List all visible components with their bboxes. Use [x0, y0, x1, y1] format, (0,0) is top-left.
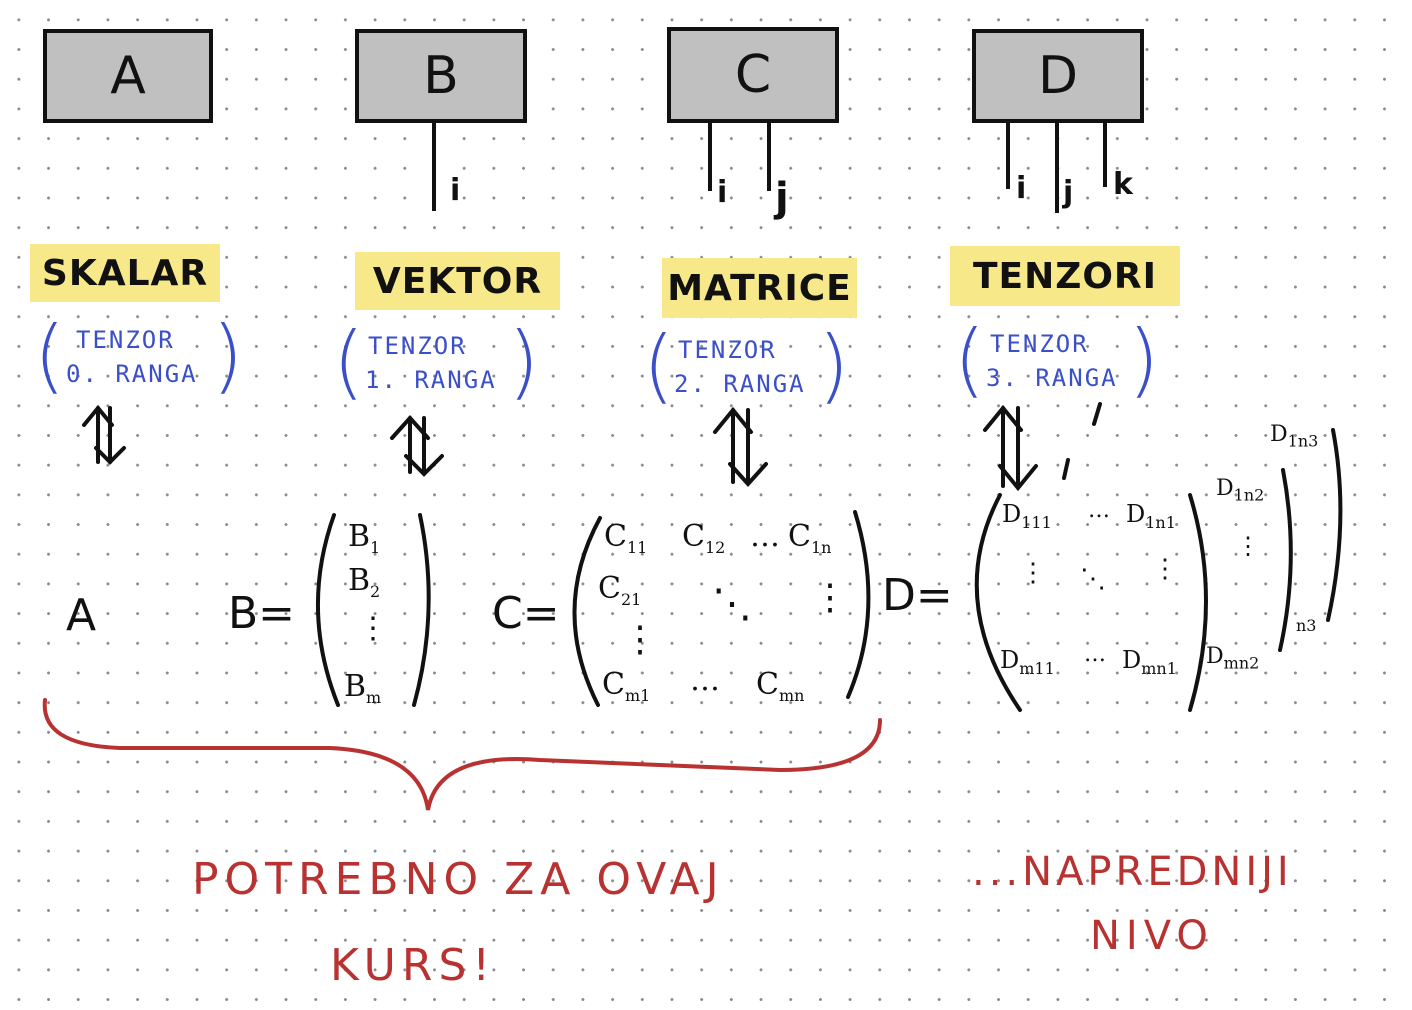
matrix-c-diag-dots: ⋱ [712, 581, 752, 627]
matrix-c-12: C12 [682, 519, 726, 557]
vector-b-entry-1: B1 [348, 519, 381, 557]
matrix-c-m1: Cm1 [602, 667, 651, 705]
index-d-j: j [1063, 175, 1074, 210]
note-advanced-line2: NIVO [1090, 913, 1214, 959]
leg-d-k [1103, 123, 1107, 187]
label-skalar: SKALAR [30, 244, 220, 302]
double-arrow-a [82, 404, 126, 465]
rank-a-line2: 0. RANGA [66, 360, 198, 388]
note-needed-line1: POTREBNO ZA OVAJ [192, 854, 725, 905]
paren-d3-right [1326, 428, 1343, 622]
tensor-d-coln-vdots: ⋮ [1152, 554, 1178, 584]
paren-c-right [846, 510, 871, 699]
paren-d-left [974, 493, 1022, 712]
matrix-c-equals: C= [492, 588, 560, 639]
rank-b-open-paren: ( [333, 315, 365, 408]
index-c-i: i [717, 175, 728, 210]
label-vektor: VEKTOR [355, 252, 560, 310]
rank-c-line1: TENZOR [678, 336, 777, 364]
matrix-c-mn: Cmn [756, 667, 805, 705]
rank-d-open-paren: ( [954, 313, 986, 406]
box-label-c: C [734, 45, 772, 105]
matrix-c-lastrow-dots: … [690, 663, 720, 698]
tensor-box-d: D [972, 29, 1144, 123]
matrix-c-1n: C1n [788, 519, 832, 557]
leg-c-j [767, 123, 771, 191]
tensor-d-diag-dots: ⋱ [1080, 564, 1106, 594]
rank-b-line2: 1. RANGA [365, 366, 497, 394]
tensor-d-lastrow-dots: … [1084, 642, 1106, 667]
vector-b-entry-2: B2 [348, 563, 381, 601]
rank-c-line2: 2. RANGA [674, 370, 806, 398]
matrix-c-21: C21 [598, 571, 642, 609]
leg-d-i [1006, 123, 1010, 189]
vector-b-equals: B= [228, 588, 296, 639]
tensor-d-slice1-row1-dots: … [1088, 498, 1110, 523]
matrix-c-row1-dots: … [750, 519, 780, 554]
rank-c-close-paren: ) [818, 319, 850, 412]
double-arrow-c [713, 406, 768, 487]
tensor-d-1n2: D1n2 [1216, 476, 1265, 505]
label-matrice-text: MATRICE [667, 267, 852, 309]
box-label-a: A [110, 46, 146, 106]
tensor-d-col1-vdots: ⋮ [1020, 558, 1046, 588]
tensor-d-equals: D= [882, 570, 953, 621]
rank-a-close-paren: ) [212, 309, 244, 402]
matrix-c-11: C11 [604, 519, 648, 557]
double-arrow-b [390, 415, 444, 477]
label-vektor-text: VEKTOR [372, 260, 543, 302]
tensor-d-1n1: D1n1 [1126, 500, 1176, 532]
tensor-d-slice2-vdots: ⋮ [1236, 532, 1260, 560]
matrix-c-col1-vdots: ⋮ [622, 619, 658, 660]
paren-b-left [315, 513, 340, 707]
paren-c-left [572, 516, 602, 707]
paren-d1-right [1188, 493, 1208, 712]
leg-c-i [708, 123, 712, 191]
tensor-box-b: B [355, 29, 527, 123]
tensor-d-n3: n3 [1296, 616, 1317, 635]
index-b-i: i [450, 173, 461, 208]
tensor-box-a: A [43, 29, 213, 123]
note-advanced-line1: ...NAPREDNIJI [972, 849, 1293, 895]
tensor-d-111: D111 [1002, 500, 1052, 532]
rank-a-open-paren: ( [34, 309, 66, 402]
label-skalar-text: SKALAR [41, 252, 209, 294]
red-brace [42, 698, 882, 811]
tensor-d-m11: Dm11 [1000, 646, 1055, 678]
matrix-c-coln-vdots: ⋮ [812, 577, 848, 618]
vector-b-vdots: ⋮ [358, 611, 388, 646]
rank-d-line2: 3. RANGA [986, 364, 1118, 392]
paren-d2-right [1278, 468, 1293, 652]
tensor-d-mn2: Dmn2 [1206, 644, 1260, 673]
rank-b-line1: TENZOR [368, 332, 467, 360]
label-tenzori-text: TENZORI [972, 255, 1158, 297]
tensor-box-c: C [667, 27, 839, 123]
scalar-a: A [66, 590, 97, 641]
tensor-d-1n3: D1n3 [1270, 422, 1319, 451]
leg-d-j [1055, 123, 1059, 213]
box-label-b: B [423, 46, 459, 106]
rank-b-close-paren: ) [508, 315, 540, 408]
index-c-j: j [775, 175, 789, 221]
tensor-d-mn1: Dmn1 [1122, 646, 1177, 678]
label-matrice: MATRICE [662, 258, 857, 318]
box-label-d: D [1037, 46, 1079, 106]
note-needed-line2: KURS! [330, 940, 497, 991]
double-arrow-d [983, 404, 1038, 492]
rank-a-line1: TENZOR [76, 326, 175, 354]
label-tenzori: TENZORI [950, 246, 1180, 306]
index-d-i: i [1016, 171, 1027, 206]
vector-b-entry-m: Bm [344, 669, 382, 707]
leg-b-i [432, 123, 436, 211]
rank-d-line1: TENZOR [990, 330, 1089, 358]
index-d-k: k [1113, 167, 1133, 202]
rank-d-close-paren: ) [1128, 313, 1160, 406]
rank-c-open-paren: ( [643, 319, 675, 412]
paren-b-right [412, 513, 431, 707]
